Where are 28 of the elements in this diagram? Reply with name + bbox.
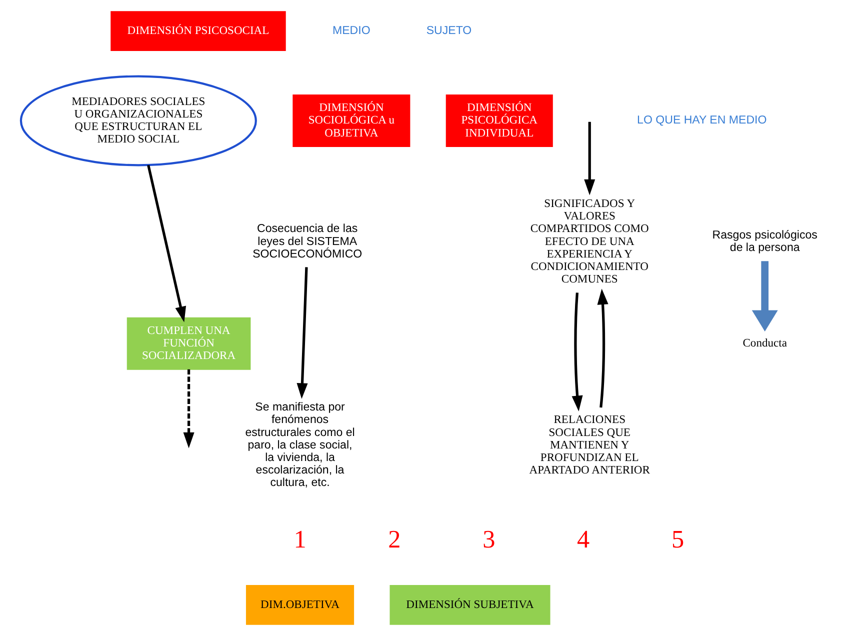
arrow	[571, 292, 582, 412]
label: 4	[576, 526, 590, 554]
node-text: Se manifiesta por fenómenos estructurales como el paro, la clase social, la vivienda, la escolarización, la cultura, etc.	[244, 402, 354, 490]
arrow	[596, 288, 608, 408]
label: MEDIO	[332, 25, 370, 38]
arrow	[584, 122, 595, 196]
node-text: SIGNIFICADOS Y VALORES COMPARTIDOS COMO EFECTO DE UNA EXPERIENCIA Y CONDICIONAMIENTO COMUNES	[530, 198, 648, 286]
node-box: DIMENSIÓN PSICOSOCIAL	[110, 11, 286, 52]
label: 3	[482, 526, 495, 554]
arrow	[182, 369, 194, 448]
label: 2	[388, 526, 400, 554]
label: 5	[670, 526, 684, 554]
node-ellipse: MEDIADORES SOCIALES U ORGANIZACIONALES QUE ESTRUCTURAN EL MEDIO SOCIAL	[19, 75, 256, 166]
node-box: DIMENSIÓN PSICOLÓGICA INDIVIDUAL	[445, 94, 552, 147]
arrow	[751, 261, 778, 332]
arrow	[296, 267, 308, 399]
node-box: DIMENSIÓN SUBJETIVA	[389, 584, 550, 625]
arrow	[146, 164, 186, 322]
node-text: RELACIONES SOCIALES QUE MANTIENEN Y PROFUNDIZAN EL APARTADO ANTERIOR	[528, 414, 650, 477]
node-box: DIM.OBJETIVA	[245, 584, 354, 625]
label: LO QUE HAY EN MEDIO	[636, 114, 766, 127]
node-text: Rasgos psicológicos de la persona	[712, 229, 817, 254]
node-box: DIMENSIÓN SOCIOLÓGICA u OBJETIVA	[292, 94, 410, 147]
node-box: CUMPLEN UNA FUNCIÓN SOCIALIZADORA	[126, 317, 250, 370]
node-text: Conducta	[742, 338, 786, 350]
label: SUJETO	[426, 25, 472, 38]
label: 1	[293, 526, 306, 554]
node-text: Cosecuencia de las leyes del SISTEMA SOCIOECONÓMICO	[252, 223, 362, 260]
